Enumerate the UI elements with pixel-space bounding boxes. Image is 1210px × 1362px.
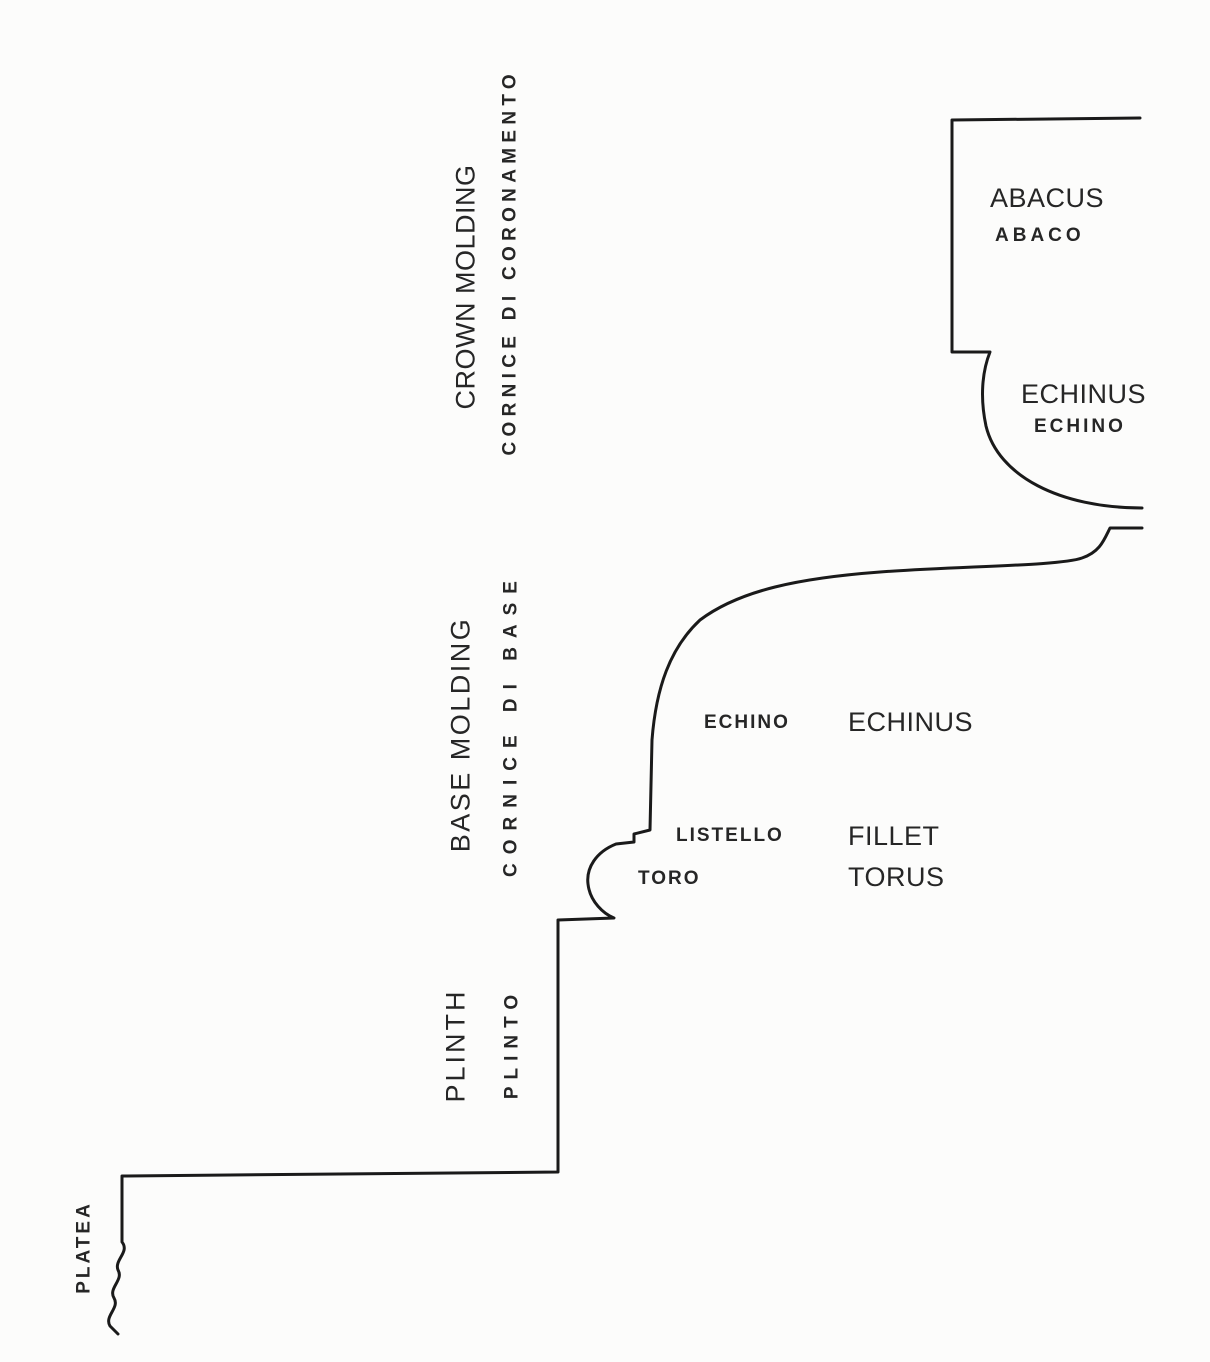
- torus-label: TORUS: [848, 862, 945, 892]
- crown-molding-italian-label: CORNICE DI CORONAMENTO: [499, 69, 521, 456]
- abacus-label: ABACUS: [990, 183, 1105, 213]
- echinus-upper-italian-label: ECHINO: [1034, 416, 1126, 437]
- echinus-base-label: ECHINUS: [848, 707, 974, 737]
- torus-italian-label: TORO: [638, 868, 701, 889]
- base-molding-label: BASE MOLDING: [445, 616, 476, 853]
- lower-profile-line: [107, 526, 1144, 1336]
- abacus-italian-label: ABACO: [995, 225, 1085, 246]
- upper-profile-line: [950, 116, 1144, 510]
- platea-label: PLATEA: [73, 1201, 95, 1294]
- base-molding-italian-label: CORNICE DI BASE: [500, 572, 522, 877]
- crown-molding-label: CROWN MOLDING: [450, 164, 481, 410]
- echinus-upper-label: ECHINUS: [1021, 379, 1147, 409]
- plinth-label: PLINTH: [440, 988, 471, 1103]
- fillet-italian-label: LISTELLO: [676, 825, 784, 846]
- fillet-label: FILLET: [848, 821, 940, 851]
- echinus-base-italian-label: ECHINO: [704, 712, 790, 733]
- plinth-italian-label: PLINTO: [501, 987, 523, 1100]
